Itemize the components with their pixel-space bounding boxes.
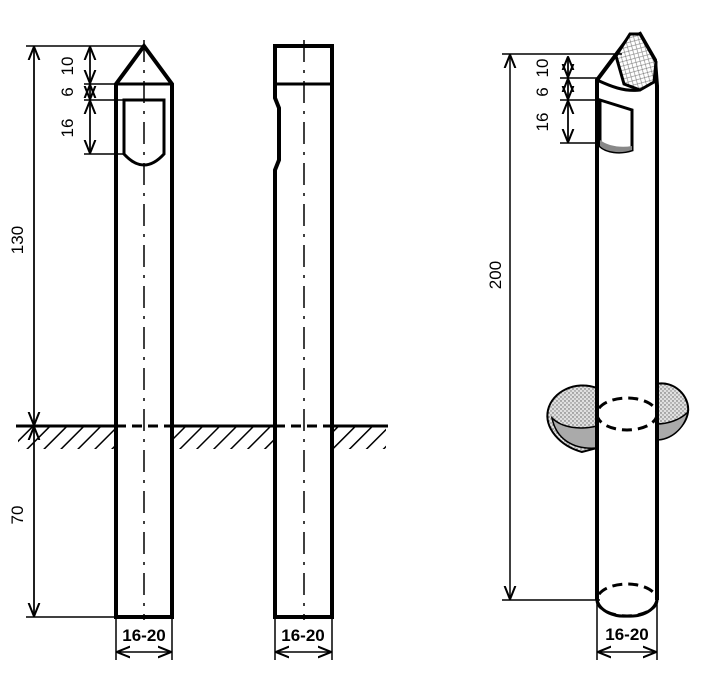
ground-hatch-middle [173,424,274,449]
front-dim-16: 16 [58,119,77,138]
perspective-dim-200: 200 [486,261,505,289]
front-dim-130: 130 [8,226,27,254]
perspective-dim-10: 10 [533,59,552,78]
perspective-tip-facet [614,32,658,92]
front-width-label: 16-20 [122,626,165,645]
perspective-dim-6: 6 [533,87,552,96]
ground-section-ellipse [595,396,659,432]
front-dim-10: 10 [58,57,77,76]
side-view: 16-20 [273,40,388,660]
front-view: 130 70 10 6 16 16-20 [8,40,274,660]
side-width-label: 16-20 [281,626,324,645]
perspective-width-label: 16-20 [605,625,648,644]
perspective-dim-16: 16 [533,113,552,132]
front-dim-6: 6 [58,87,77,96]
front-dim-70: 70 [8,506,27,525]
ground-hatch-right [332,424,388,449]
perspective-view: 200 10 6 16 16-20 [486,31,690,660]
ground-hatch-left [16,424,116,449]
